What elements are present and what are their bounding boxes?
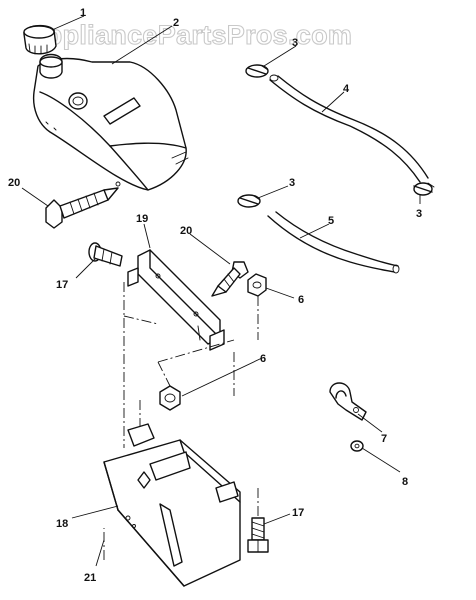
callout-3-top: 3 (292, 37, 298, 49)
callout-6-top: 6 (298, 294, 304, 306)
callout-5: 5 (328, 215, 334, 227)
callout-20-top: 20 (8, 177, 20, 189)
callouts: 1 2 3 4 3 5 3 20 19 20 17 6 6 7 8 18 17 … (8, 7, 422, 584)
fuel-tank (32, 53, 189, 191)
fuel-line-clip (329, 382, 367, 421)
hose-clamp-top (245, 64, 269, 78)
callout-2: 2 (173, 17, 179, 29)
fuel-cap (23, 24, 57, 55)
callout-1: 1 (80, 7, 86, 19)
callout-17-bottom: 17 (292, 507, 304, 519)
nut-top (247, 273, 267, 297)
fuel-hose-short (267, 211, 400, 274)
shroud-panel (103, 423, 241, 587)
callout-4: 4 (343, 83, 350, 95)
screw-top-left (45, 187, 119, 229)
screw-middle (211, 261, 249, 297)
callout-7: 7 (381, 433, 387, 445)
hose-clamp-middle (237, 194, 261, 208)
mounting-bracket (127, 249, 225, 351)
hose-clamp-right (413, 182, 435, 196)
callout-17-left: 17 (56, 279, 68, 291)
callout-21: 21 (84, 572, 96, 584)
callout-3-right: 3 (416, 208, 422, 220)
callout-3-middle: 3 (289, 177, 295, 189)
callout-19: 19 (136, 213, 148, 225)
watermark: AppliancePartsPros.com (26, 20, 352, 50)
nut-middle (159, 385, 181, 411)
alignment-lines (103, 282, 259, 560)
bolt-bottom (247, 517, 269, 553)
leader-lines (21, 15, 421, 567)
fuel-hose-long (269, 74, 429, 183)
callout-6-middle: 6 (260, 353, 266, 365)
bolt-left (88, 242, 123, 267)
callout-8: 8 (402, 476, 408, 488)
callout-18: 18 (56, 518, 68, 530)
callout-20-middle: 20 (180, 225, 192, 237)
washer (350, 440, 364, 452)
